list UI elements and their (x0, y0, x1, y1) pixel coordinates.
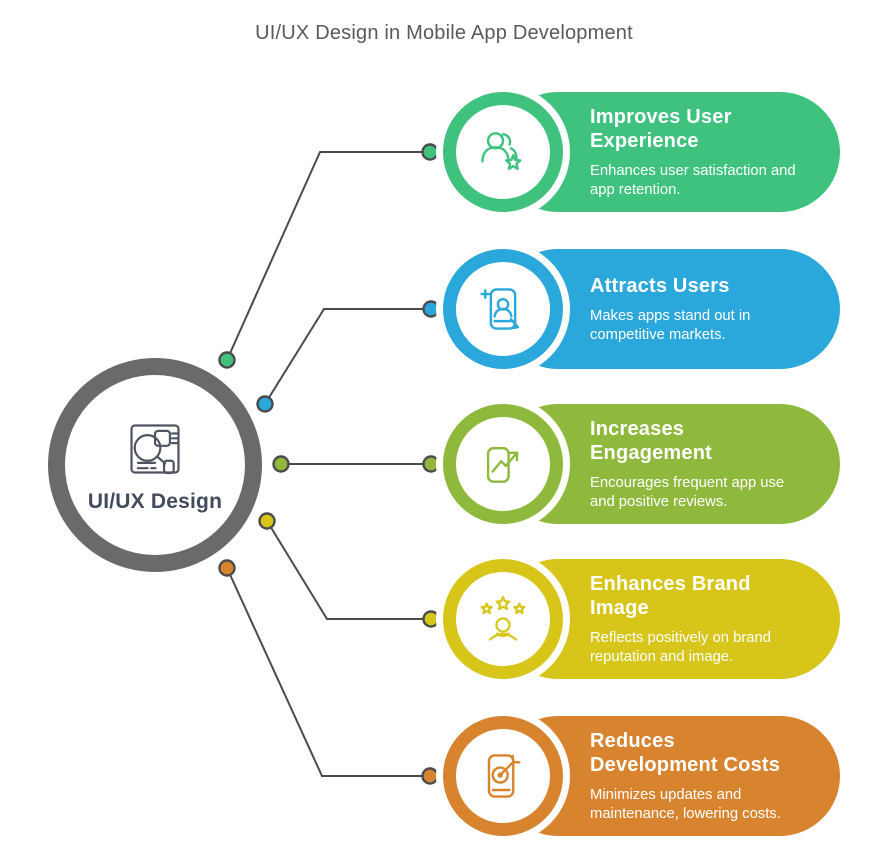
connector-dot (422, 610, 440, 628)
card-icon-badge (443, 716, 563, 836)
connector-line (266, 520, 431, 620)
card-attracts-users: Attracts Users Makes apps stand out in c… (443, 249, 840, 369)
card-title: Reduces Development Costs (590, 729, 781, 776)
card-content: Increases Engagement Encourages frequent… (590, 404, 808, 524)
card-description: Encourages frequent app use and positive… (590, 474, 785, 510)
connector-line (226, 567, 430, 777)
page-title: UI/UX Design in Mobile App Development (255, 22, 633, 44)
connector-dot (272, 455, 290, 473)
card-description: Reflects positively on brand reputation … (590, 629, 771, 665)
card-content: Improves User Experience Enhances user s… (590, 92, 808, 212)
card-content: Attracts Users Makes apps stand out in c… (590, 249, 808, 369)
card-content: Enhances Brand Image Reflects positively… (590, 559, 808, 679)
stars-person-icon (475, 591, 531, 647)
connector-dot (422, 455, 440, 473)
connector-dot (421, 143, 439, 161)
phone-user-icon (475, 281, 531, 337)
phone-target-icon (475, 748, 531, 804)
card-reduces-development-costs: Reduces Development Costs Minimizes upda… (443, 716, 840, 836)
card-improves-user-experience: Improves User Experience Enhances user s… (443, 92, 840, 212)
users-star-icon (475, 124, 531, 180)
connector-dot (258, 512, 276, 530)
central-node-label: UI/UX Design (87, 489, 223, 513)
card-title: Improves User Experience (590, 105, 732, 152)
card-title: Attracts Users (590, 274, 730, 297)
card-content: Reduces Development Costs Minimizes upda… (590, 716, 808, 836)
connector-line (264, 308, 431, 405)
connector-dot (218, 351, 236, 369)
connector-line (226, 151, 430, 361)
connector-dot (218, 559, 236, 577)
card-description: Makes apps stand out in competitive mark… (590, 307, 751, 343)
connector-dot (421, 767, 439, 785)
wireframe-design-icon (123, 417, 187, 481)
card-title: Enhances Brand Image (590, 572, 751, 619)
card-enhances-brand-image: Enhances Brand Image Reflects positively… (443, 559, 840, 679)
central-node: UI/UX Design (48, 358, 262, 572)
card-title: Increases Engagement (590, 417, 713, 464)
card-icon-badge (443, 92, 563, 212)
card-description: Enhances user satisfaction and app reten… (590, 162, 796, 198)
connector-dot (422, 300, 440, 318)
card-icon-badge (443, 404, 563, 524)
connector-dot (256, 395, 274, 413)
card-icon-badge (443, 559, 563, 679)
card-description: Minimizes updates and maintenance, lower… (590, 786, 781, 822)
phone-growth-icon (475, 436, 531, 492)
card-increases-engagement: Increases Engagement Encourages frequent… (443, 404, 840, 524)
card-icon-badge (443, 249, 563, 369)
